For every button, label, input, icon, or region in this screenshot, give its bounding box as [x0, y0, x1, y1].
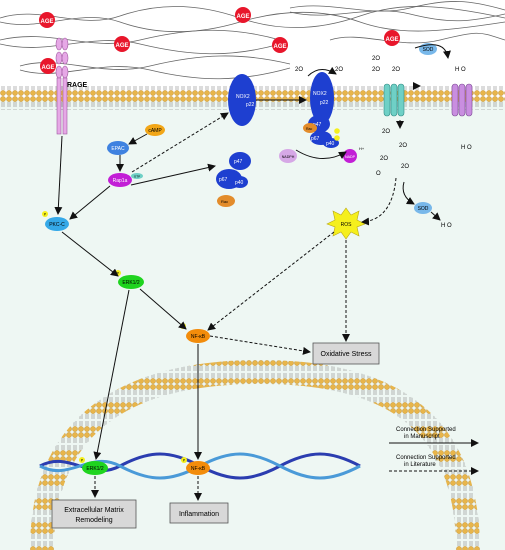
age-molecule-4: AGE	[235, 7, 251, 23]
svg-text:NF-κB: NF-κB	[191, 334, 206, 340]
svg-text:AGE: AGE	[273, 44, 286, 50]
svg-text:EPAC: EPAC	[111, 146, 125, 152]
oxygen-labels: 2O 2O 2O 2O 2O 2O 2O 2O 2O O	[295, 56, 409, 177]
svg-text:p67: p67	[311, 136, 320, 142]
svg-text:2O: 2O	[335, 67, 343, 73]
svg-text:2O: 2O	[392, 67, 400, 73]
legend-solid-line2: in Manuscript	[404, 434, 440, 440]
svg-text:ERK1/2: ERK1/2	[122, 280, 139, 286]
ros-node: ROS	[326, 207, 366, 240]
legend: Connection Supported in Manuscript Conne…	[389, 427, 479, 475]
svg-text:Rac: Rac	[221, 199, 228, 204]
h2o2-cytosol: H O	[441, 223, 452, 229]
svg-text:2O: 2O	[295, 67, 303, 73]
aquaporin-channel	[383, 83, 405, 117]
svg-text:2O: 2O	[372, 67, 380, 73]
solid-arrows	[54, 44, 451, 460]
svg-text:p47: p47	[313, 122, 322, 128]
legend-dashed-line2: in Literature	[404, 462, 436, 468]
svg-text:2O: 2O	[380, 156, 388, 162]
ecm-remodeling-box: Extracellular Matrix Remodeling	[51, 499, 137, 529]
svg-text:SOD: SOD	[418, 206, 429, 212]
svg-text:2O: 2O	[399, 143, 407, 149]
svg-text:Inflammation: Inflammation	[179, 511, 219, 518]
h2o2-transporter	[451, 83, 473, 117]
sod-intracellular: SOD	[414, 202, 432, 214]
svg-text:ROS: ROS	[341, 222, 353, 228]
svg-text:p22: p22	[320, 100, 329, 106]
nox2-cytosolic-subunits: p47 p67 p40 Rac	[216, 152, 251, 207]
nfkb-nuclear-node: NF-κB P	[181, 457, 210, 475]
svg-text:NOX2: NOX2	[236, 94, 250, 100]
svg-text:SOD: SOD	[423, 47, 434, 53]
nox2-complex-inactive: NOX2 p22	[228, 74, 256, 126]
svg-text:AGE: AGE	[115, 43, 128, 49]
svg-text:AGE: AGE	[41, 65, 54, 71]
svg-text:p22: p22	[246, 102, 255, 108]
svg-text:P: P	[183, 459, 186, 463]
proton-label: H+	[359, 146, 365, 151]
erk-nuclear-node: ERK1/2 P	[79, 457, 108, 475]
legend-dashed-line1: Connection Supported	[396, 455, 456, 461]
rage-label: RAGE	[67, 82, 88, 89]
svg-text:2O: 2O	[382, 129, 390, 135]
svg-text:AGE: AGE	[236, 14, 249, 20]
age-molecule-2: AGE	[114, 36, 130, 52]
svg-text:p67: p67	[219, 177, 228, 183]
svg-text:NOX2: NOX2	[313, 91, 327, 97]
inflammation-box: Inflammation	[169, 502, 229, 524]
camp-node: cAMP	[145, 124, 165, 136]
h2o2-intracellular-transport: H O	[461, 145, 472, 151]
svg-text:AGE: AGE	[385, 37, 398, 43]
svg-text:cAMP: cAMP	[148, 128, 162, 134]
svg-text:O: O	[376, 171, 381, 177]
svg-text:p40: p40	[326, 141, 335, 147]
svg-text:GTP: GTP	[134, 175, 140, 179]
svg-text:NADP: NADP	[345, 155, 356, 159]
cytoplasm	[0, 100, 505, 550]
svg-text:AGE: AGE	[40, 19, 53, 25]
age-molecule-1: AGE	[39, 12, 55, 28]
svg-text:PKC-C: PKC-C	[49, 222, 65, 228]
svg-text:p40: p40	[235, 180, 244, 186]
legend-solid-line1: Connection Supported	[396, 427, 456, 433]
svg-text:P: P	[44, 213, 47, 217]
epac-node: EPAC	[107, 141, 129, 155]
dashed-arrows	[91, 112, 397, 501]
svg-text:2O: 2O	[401, 164, 409, 170]
rage-receptor	[55, 37, 69, 135]
svg-text:2O: 2O	[372, 56, 380, 62]
svg-text:Rap1a: Rap1a	[113, 178, 128, 184]
nadp-node: NADP	[343, 149, 357, 163]
nadph-node: NADPH	[279, 149, 297, 163]
svg-text:p47: p47	[234, 159, 243, 165]
h2o2-extracellular: H O	[455, 67, 466, 73]
pkcc-node: PKC-C P	[42, 211, 69, 231]
svg-text:Remodeling: Remodeling	[75, 517, 112, 524]
svg-text:Oxidative Stress: Oxidative Stress	[321, 351, 372, 358]
svg-text:ERK1/2: ERK1/2	[86, 466, 103, 472]
age-molecule-3: AGE	[40, 58, 56, 74]
svg-text:P: P	[81, 459, 84, 463]
svg-text:NADPH: NADPH	[282, 155, 295, 159]
collagen-fibres	[0, 1, 505, 80]
nox2-complex-active: NOX2 p22 p47 p67 p40 Rac	[303, 72, 340, 148]
oxidative-stress-box: Oxidative Stress	[312, 342, 380, 365]
svg-text:NF-κB: NF-κB	[191, 466, 206, 472]
svg-text:Rac: Rac	[306, 127, 312, 131]
age-molecule-6: AGE	[384, 30, 400, 46]
rap1a-node: Rap1a GTP	[108, 173, 143, 187]
svg-text:Extracellular Matrix: Extracellular Matrix	[64, 507, 124, 514]
age-molecule-5: AGE	[272, 37, 288, 53]
